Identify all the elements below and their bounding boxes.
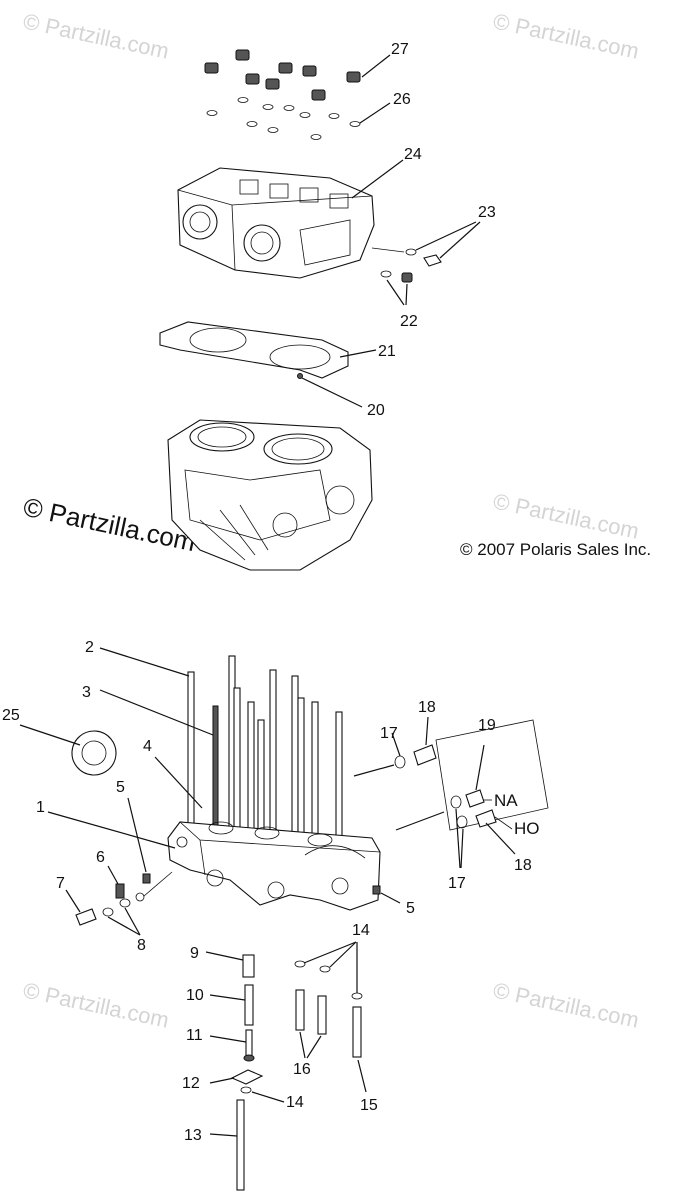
o-ring-ho [456, 815, 468, 829]
callout-9: 9 [190, 945, 199, 962]
callout-10: 10 [186, 987, 204, 1004]
watermark-bottom-right: © Partzilla.com [491, 977, 641, 1032]
callout-27: 27 [391, 41, 409, 58]
callout-8: 8 [137, 937, 146, 954]
cylinder-head [177, 167, 375, 279]
watermark-top-right: © Partzilla.com [491, 8, 641, 63]
oil-tube [212, 705, 219, 827]
plug-screw-right [372, 885, 381, 895]
callout-11: 11 [186, 1027, 203, 1044]
temp-sensor [423, 254, 442, 267]
o-ring-upper [394, 755, 406, 769]
callout-21: 21 [378, 343, 396, 360]
callout-22: 22 [400, 313, 418, 330]
crankcase [167, 821, 381, 911]
variant-ho-label: HO [514, 819, 540, 838]
bolt-15 [352, 1006, 362, 1058]
bolt-10 [244, 984, 254, 1026]
plug-fitting [401, 272, 413, 283]
callout-5b: 5 [406, 900, 415, 917]
callout-2: 2 [85, 639, 94, 656]
watermark-middle-right: © Partzilla.com [491, 488, 641, 543]
fitting-upper [413, 744, 437, 766]
washer-11 [243, 1054, 255, 1062]
washer-c [135, 892, 145, 902]
washer-b [119, 898, 131, 908]
long-bolts [187, 655, 343, 858]
bolt-16a [295, 989, 305, 1031]
callout-4: 4 [143, 738, 152, 755]
o-ring [380, 270, 392, 278]
callout-18b: 18 [514, 857, 532, 874]
callout-5a: 5 [116, 779, 125, 796]
washer-14a3 [351, 992, 363, 1000]
callout-12: 12 [182, 1075, 200, 1092]
callout-7: 7 [56, 875, 65, 892]
cap-nuts-group [204, 49, 361, 101]
fitting-ho [475, 809, 497, 828]
washer-14a1 [294, 960, 306, 968]
callout-20: 20 [367, 402, 385, 419]
fitting-na [465, 789, 485, 808]
washer-a [102, 907, 114, 917]
callout-15: 15 [360, 1097, 378, 1114]
bolt-13 [236, 1099, 245, 1191]
callout-13: 13 [184, 1127, 202, 1144]
sealing-washer [405, 248, 417, 256]
callout-26: 26 [393, 91, 411, 108]
o-ring-na [450, 795, 462, 809]
callout-17b: 17 [448, 875, 466, 892]
washer-14a2 [319, 965, 331, 973]
dowel-9 [242, 954, 255, 978]
callout-6: 6 [96, 849, 105, 866]
callout-25: 25 [2, 707, 20, 724]
callout-24: 24 [404, 146, 422, 163]
callout-19: 19 [478, 717, 496, 734]
washer-14b [240, 1086, 252, 1094]
bolt-11 [245, 1029, 253, 1059]
bleed-screw [115, 883, 125, 899]
callout-14b: 14 [286, 1094, 304, 1111]
watermark-bottom-left: © Partzilla.com [21, 977, 171, 1032]
callout-16: 16 [293, 1061, 311, 1078]
copyright-text: © 2007 Polaris Sales Inc. [460, 540, 651, 559]
callout-23: 23 [478, 204, 496, 221]
cylinder-block [167, 419, 373, 571]
crank-seal [71, 730, 117, 776]
variant-box [435, 719, 549, 831]
bolt-16b [317, 995, 327, 1035]
callout-14a: 14 [352, 922, 370, 939]
variant-na-label: NA [494, 791, 518, 810]
dowel-pin [297, 373, 303, 379]
watermark-top-left: © Partzilla.com [21, 8, 171, 63]
callout-17a: 17 [380, 725, 398, 742]
drain-bolt [75, 908, 97, 926]
clamp-plate [230, 1069, 264, 1085]
plug-screw-left [142, 873, 151, 884]
callout-3: 3 [82, 684, 91, 701]
head-gasket [159, 321, 349, 379]
callout-1: 1 [36, 799, 45, 816]
washers-group [206, 97, 361, 140]
callout-18a: 18 [418, 699, 436, 716]
